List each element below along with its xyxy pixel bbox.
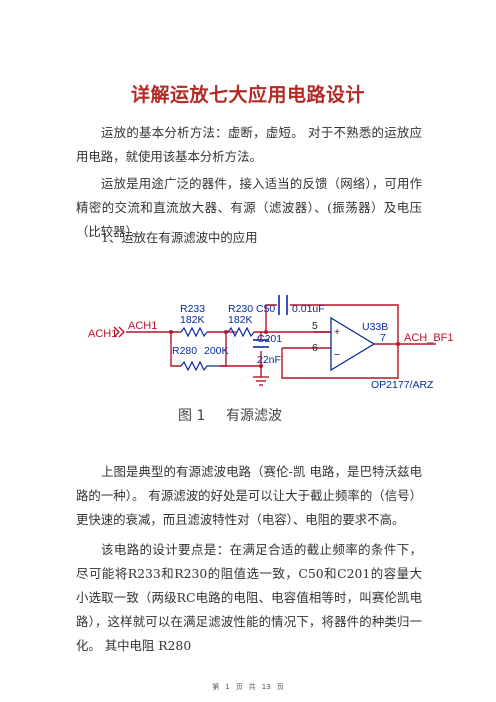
input-port-arrows — [113, 326, 125, 338]
footer-gong: 共 — [248, 683, 256, 691]
junction-dot — [259, 364, 263, 368]
ach1-port-label: ACH1 — [88, 328, 117, 340]
footer-total-pages: 13 — [261, 683, 271, 691]
r280-label: R280 — [172, 345, 197, 357]
c201-value: 22nF — [257, 354, 281, 366]
r230-label: R230 — [228, 303, 253, 315]
c201-capacitor — [253, 339, 269, 348]
r233-value: 182K — [180, 314, 205, 326]
footer-di: 第 — [212, 683, 220, 691]
opamp-plus-sign: + — [334, 326, 340, 338]
c201-label: C201 — [257, 333, 282, 345]
paragraph-4: 该电路的设计要点是：在满足合适的截止频率的条件下，尽可能将R233和R230的阻… — [76, 542, 422, 653]
output-net-label: ACH_BF1 — [404, 332, 454, 344]
c50-capacitor — [278, 295, 288, 315]
paragraph-2: 运放是用途广泛的器件，接入适当的反馈（网络），可用作精密的交流和直流放大器、有源… — [76, 176, 422, 239]
opamp-u33b — [330, 316, 376, 372]
r233-label: R233 — [180, 303, 205, 315]
pin-6-label: 6 — [312, 342, 318, 354]
paragraph-1: 运放的基本分析方法：虚断，虚短。 对于不熟悉的运放应用电路，就使用该基本分析方法… — [76, 125, 422, 164]
figure-caption-text: 有源滤波 — [226, 408, 282, 424]
junction-dot — [169, 330, 173, 334]
part-number-label: OP2177/ARZ — [371, 379, 434, 391]
active-filter-schematic: R233 182K R230 182K C50 0.01uF C201 22nF… — [88, 295, 454, 424]
r280-value: 200K — [204, 345, 229, 357]
c50-value: 0.01uF — [292, 303, 325, 315]
paragraph-3: 上图是典型的有源滤波电路（赛伦-凯 电路，是巴特沃兹电路的一种）。 有源滤波的好… — [76, 464, 422, 527]
r233-resistor — [180, 326, 208, 338]
ach1-net-label: ACH1 — [128, 320, 157, 332]
opamp-minus-sign: − — [334, 349, 340, 361]
u33b-label: U33B — [362, 321, 388, 333]
junction-dot — [224, 330, 228, 334]
pin-7-label: 7 — [380, 332, 386, 344]
pin-5-label: 5 — [312, 320, 318, 332]
c50-label: C50 — [256, 303, 275, 315]
junction-dot — [396, 342, 400, 346]
figure-caption-number: 图 1 — [178, 408, 205, 424]
footer-ye-2: 页 — [276, 683, 284, 691]
page-title: 详解运放七大应用电路设计 — [130, 84, 365, 106]
r280-resistor — [180, 360, 220, 372]
ground-symbol — [253, 376, 269, 386]
footer-ye: 页 — [235, 683, 243, 691]
junction-dot — [264, 330, 268, 334]
section-heading-1: 1、运放在有源滤波中的应用 — [101, 230, 258, 245]
r230-resistor — [227, 326, 255, 338]
r230-value: 182K — [228, 314, 253, 326]
footer-page-number: 1 — [225, 683, 230, 691]
